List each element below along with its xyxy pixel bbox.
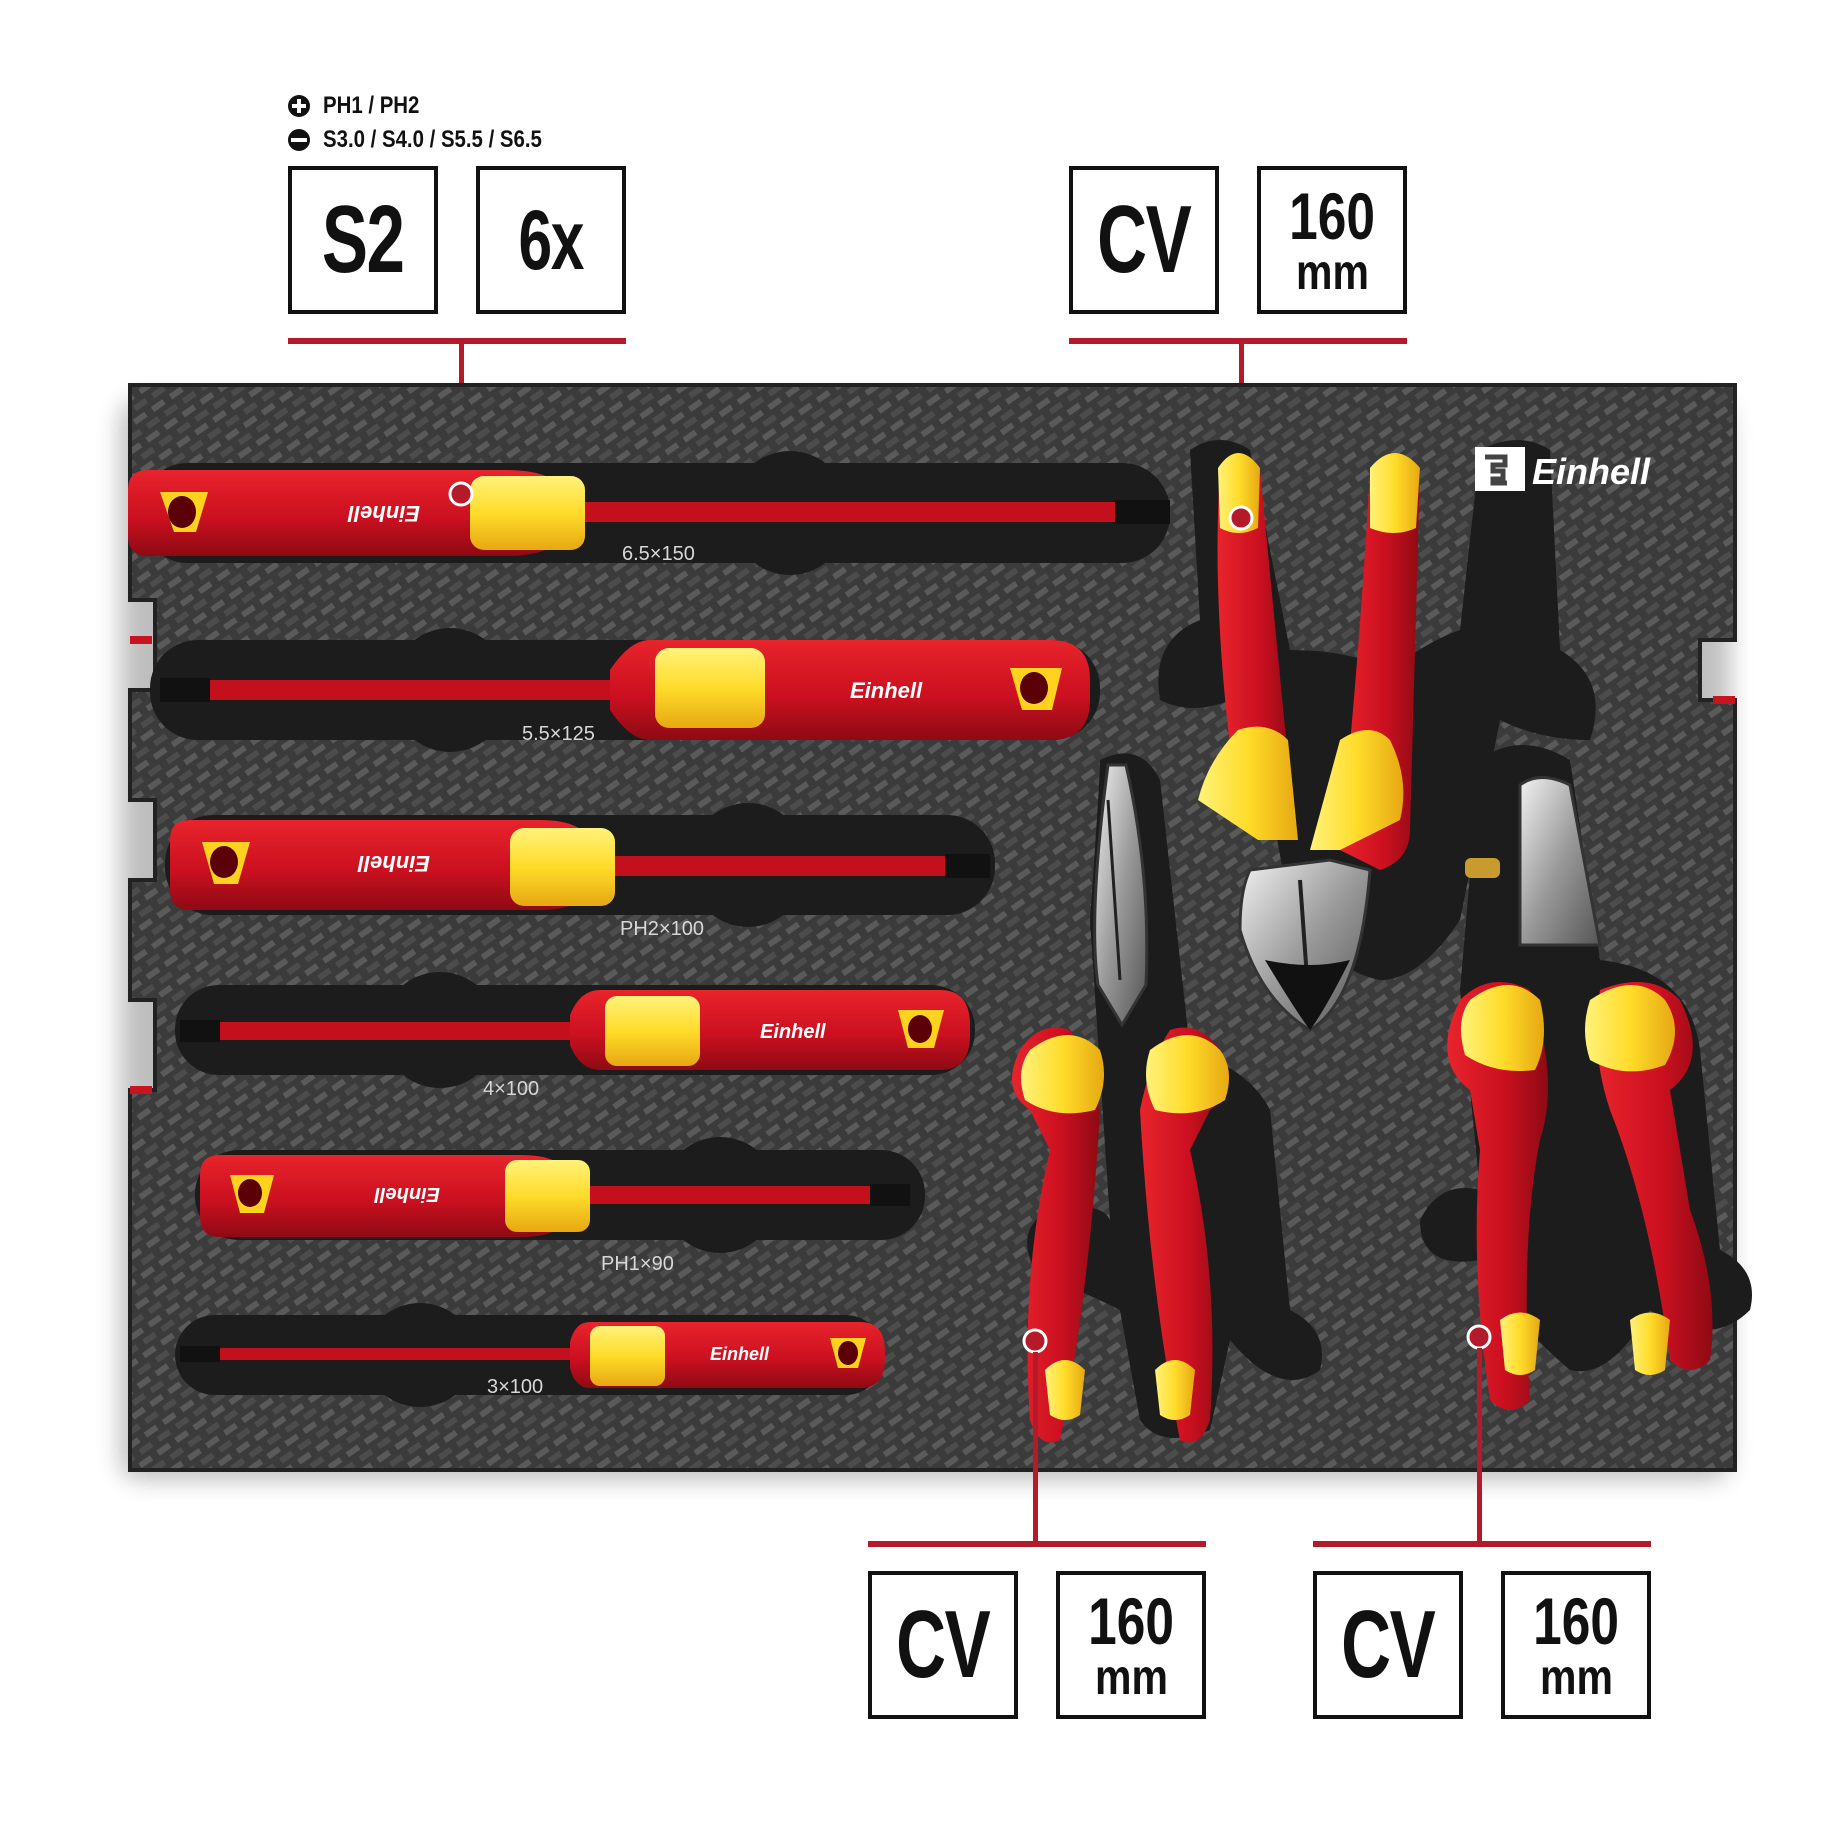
tray-red-edges — [130, 636, 1735, 1094]
long-nose-material-text: CV — [896, 1591, 991, 1698]
leader-dot-stripper — [1466, 1324, 1492, 1350]
cutter-length-text: 160 — [1289, 179, 1375, 253]
cutter-length-box: 160 mm — [1257, 166, 1407, 314]
long-nose-length-box: 160 mm — [1056, 1571, 1206, 1719]
screwdriver-slotted-5-5 — [160, 640, 1090, 740]
stripper-material-text: CV — [1341, 1591, 1436, 1698]
leader-dot-screwdriver — [448, 481, 474, 507]
screwdriver-brand-label: Einhell — [710, 1344, 770, 1364]
stripper-spec-underline — [1313, 1541, 1651, 1547]
einhell-logo-text: Einhell — [1532, 451, 1651, 492]
size-label-4: 4×100 — [483, 1078, 539, 1100]
stripper-length-text: 160 — [1533, 1584, 1619, 1658]
size-label-3: PH2×100 — [620, 918, 704, 940]
screwdriver-count-box: 6x — [476, 166, 626, 314]
cutter-unit-text: mm — [1295, 244, 1369, 300]
stripper-material-box: CV — [1313, 1571, 1463, 1719]
cutter-material-text: CV — [1097, 186, 1192, 293]
long-nose-spec-underline — [868, 1541, 1206, 1547]
screwdriver-material-text: S2 — [322, 186, 405, 293]
long-nose-pliers — [1012, 763, 1229, 1443]
cutter-material-box: CV — [1069, 166, 1219, 314]
screwdriver-phillips-2 — [170, 820, 990, 910]
slotted-drive-icon — [288, 129, 310, 151]
screwdriver-brand-label: Einhell — [357, 851, 430, 876]
leader-dot-long-nose — [1022, 1328, 1048, 1354]
stripper-length-box: 160 mm — [1501, 1571, 1651, 1719]
size-label-6: 3×100 — [487, 1376, 543, 1398]
screwdriver-count-text: 6x — [518, 193, 585, 287]
screwdriver-material-box: S2 — [288, 166, 438, 314]
screwdriver-slotted-3 — [180, 1322, 885, 1388]
legend-phillips-text: PH1 / PH2 — [323, 92, 420, 119]
long-nose-unit-text: mm — [1094, 1649, 1168, 1705]
long-nose-spec-leader — [1033, 1352, 1038, 1544]
stripper-unit-text: mm — [1539, 1649, 1613, 1705]
size-label-5: PH1×90 — [601, 1253, 674, 1275]
einhell-tray-logo — [1475, 447, 1525, 491]
diagonal-cutter — [1198, 453, 1420, 1032]
phillips-drive-icon — [288, 95, 310, 117]
leader-dot-cutter — [1228, 505, 1254, 531]
legend-slotted: S3.0 / S4.0 / S5.5 / S6.5 — [287, 126, 581, 154]
stripper-spec-leader — [1477, 1348, 1482, 1544]
legend-slotted-text: S3.0 / S4.0 / S5.5 / S6.5 — [323, 126, 542, 153]
size-label-1: 6.5×150 — [622, 543, 695, 565]
screwdriver-brand-label: Einhell — [760, 1021, 826, 1043]
screwdriver-slotted-4 — [180, 990, 970, 1070]
screwdriver-phillips-1 — [200, 1155, 910, 1237]
size-label-2: 5.5×125 — [522, 723, 595, 745]
long-nose-length-text: 160 — [1088, 1584, 1174, 1658]
cutter-spec-underline — [1069, 338, 1407, 344]
screwdriver-brand-label: Einhell — [850, 678, 923, 703]
wire-stripper — [1447, 776, 1713, 1410]
legend-phillips: PH1 / PH2 — [287, 92, 436, 120]
screwdriver-brand-label: Einhell — [347, 501, 420, 526]
long-nose-material-box: CV — [868, 1571, 1018, 1719]
screwdriver-brand-label: Einhell — [374, 1183, 440, 1205]
screwdriver-spec-underline — [288, 338, 626, 344]
